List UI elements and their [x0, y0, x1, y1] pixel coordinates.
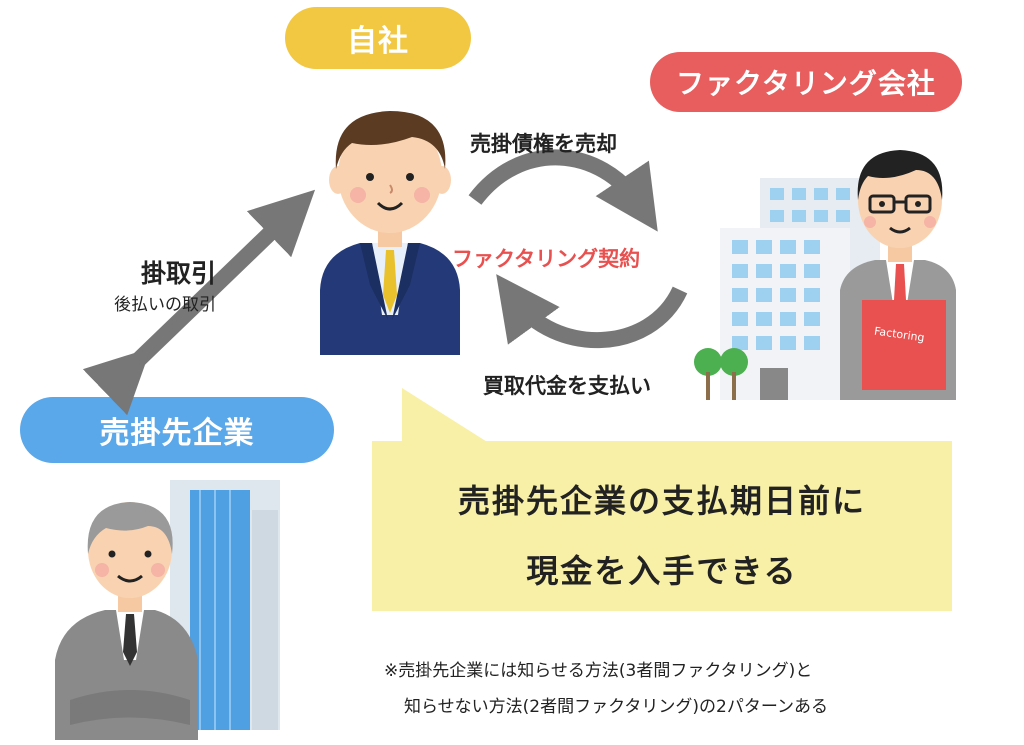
sell-receivables-arrow — [468, 149, 658, 232]
own-company-pill: 自社 — [285, 7, 471, 69]
businessman-illustration — [320, 111, 460, 355]
factoring-building-illustration — [694, 150, 956, 400]
sell-receivables-label: 売掛債権を売却 — [470, 132, 617, 156]
credit-trade-label: 掛取引 — [141, 259, 217, 288]
purchase-payment-label: 買取代金を支払い — [483, 374, 651, 398]
credit-trade-sublabel: 後払いの取引 — [114, 295, 216, 315]
callout-box — [372, 441, 952, 611]
purchase-payment-arrow — [496, 274, 688, 348]
footnote-line-1: ※売掛先企業には知らせる方法(3者間ファクタリング)と — [384, 661, 813, 681]
callout-line-1: 売掛先企業の支払期日前に — [457, 482, 866, 520]
footnote-line-2: 知らせない方法(2者間ファクタリング)の2パターンある — [404, 697, 829, 717]
credit-trade-arrow — [82, 189, 316, 416]
factoring-contract-label: ファクタリング契約 — [452, 247, 641, 271]
factoring-company-pill: ファクタリング会社 — [650, 52, 962, 112]
customer-building-illustration — [55, 480, 280, 740]
callout-line-2: 現金を入手できる — [526, 552, 798, 590]
